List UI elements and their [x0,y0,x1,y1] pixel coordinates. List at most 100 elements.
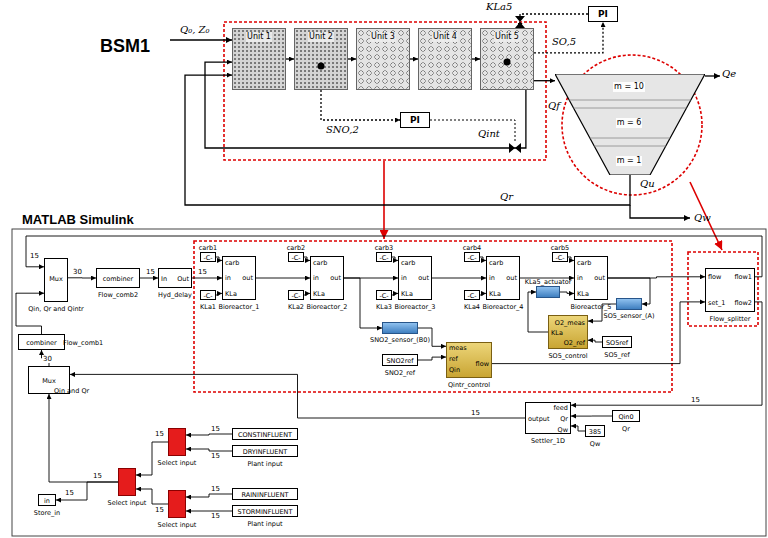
label-text: SO,5 [552,36,576,48]
node-text: out [506,274,517,282]
reactor-unit: Unit 1 [232,28,286,90]
node-text: SO5_ref [604,351,629,359]
actuator-block: KLa5_actuator [536,286,560,298]
edge-label: 15 [154,430,165,438]
node-text: DRYINFLUENT [243,448,288,456]
combiner-block: combinerFlow_comb1 [18,334,65,350]
constant-block: -C-KLa4 [464,290,480,300]
connector [560,292,574,293]
node-text: Qr [560,415,568,423]
node-text: SNO2ref [386,357,413,365]
node-text: O2_ref [564,339,585,347]
node-text: SO5ref [606,339,628,347]
node-text: Bioreactor_4 [483,303,524,311]
panel-frame [12,229,766,536]
label-text: SNO,2 [326,124,359,136]
highlight-region [194,241,672,392]
connector [571,426,585,431]
connector [534,80,555,81]
node-text: SNO2_sensor_(B0) [370,336,430,344]
node-text: -C- [203,292,212,300]
node-text: Flow_comb2 [98,291,138,299]
node-text: m = 10 [613,82,645,92]
node-text: -C- [555,254,564,262]
highlight-region [688,252,758,326]
node-text: O2_meas [555,319,585,327]
node-text: CONSTINFLUENT [238,431,292,439]
label-text: Qu [640,178,655,190]
node-text: Qr [622,425,630,433]
node-text: out [242,274,253,282]
connector [534,22,603,53]
label-text: Q₀, Z₀ [180,24,210,36]
node-text: in [489,274,495,282]
node-text: combiner [26,339,57,347]
node-text: Select input [158,459,197,467]
node-text: KLa5_actuator [525,278,572,286]
node-text: SNO2_ref [385,369,415,377]
connector [588,340,602,342]
bioreactor-block: carbinoutKLaBioreactor_2 [310,256,344,300]
constant-block: carb4-C- [464,252,480,262]
node-text: carb2 [287,244,306,252]
connector [186,434,232,435]
node-text: -C- [379,292,388,300]
node-text: -C- [379,254,388,262]
pi-controller: PI [588,6,618,22]
constant-block: -C-KLa3 [376,290,392,300]
connector [410,58,418,59]
node-text: KLa [551,329,563,337]
connector [256,278,310,279]
node-text: carb [577,259,591,267]
node-text: meas [449,344,467,352]
switch-block: Select input [118,468,136,496]
connector [140,278,158,279]
node-text: flow2 [734,299,752,307]
node-text: feed [554,404,568,412]
constant-block: SO5refSO5_ref [602,336,632,348]
node-text: Qin [449,366,460,374]
settler-layer [574,108,687,109]
node-text: output [528,415,549,423]
connector [520,14,588,28]
edge-label: 15 [145,268,156,276]
node-text: In [161,275,167,283]
connector [186,494,232,497]
node-text: Qin0 [618,413,633,421]
edge-label: 30 [42,355,53,363]
node-text: Select input [158,521,197,529]
node-text: Select input [108,499,147,507]
node-text: -C- [203,254,212,262]
switch-block: Select input [168,490,186,518]
reactor-unit: Unit 4 [418,28,472,90]
edge-label: 15 [92,472,103,480]
edge-label: 15 [154,506,165,514]
node-text: m = 6 [616,118,643,128]
controller-block: measrefQinflowQintr_control [446,342,492,378]
node-text: -C- [467,254,476,262]
reactor-unit: Unit 2 [294,28,348,90]
node-text: flow [708,273,721,281]
connector [321,90,400,120]
mixer-symbol [504,59,511,66]
constant-block: carb1-C- [200,252,216,262]
node-text: out [594,274,605,282]
node-text: Flow_comb1 [63,339,103,347]
connector [186,449,232,451]
node-text: Bioreactor_1 [219,303,260,311]
connector [186,511,232,512]
node-text: RAININFLUENT [242,491,289,499]
connector [16,293,44,334]
node-text: combiner [103,275,134,283]
node-text: Store_in [34,509,60,517]
mixer-symbol [318,63,325,70]
node-text: PI [598,9,608,19]
waste-line [630,205,690,218]
connector [571,302,762,405]
sensor-block: SNO2_sensor_(B0) [382,322,418,334]
node-text: in [401,274,407,282]
node-text: in [225,274,231,282]
connector [472,58,480,59]
controller-block: O2_measKLaO2_refSO5_control [548,315,588,349]
node-text: STORMINFLUENT [238,508,293,516]
